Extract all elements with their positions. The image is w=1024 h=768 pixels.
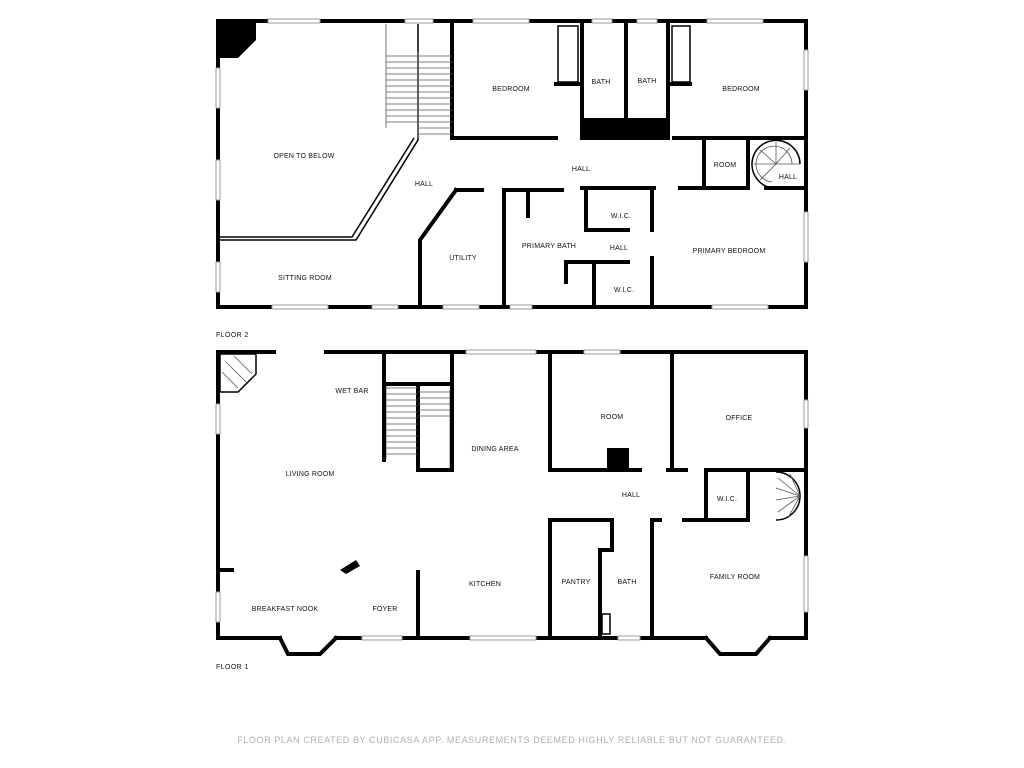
room-label-pantry: PANTRY: [562, 579, 591, 586]
room-label-foyer: FOYER: [372, 606, 397, 613]
room-label-bedroom: BEDROOM: [492, 86, 530, 93]
room-label-breakfast-nook: BREAKFAST NOOK: [252, 606, 319, 613]
room-label-hall: HALL: [572, 166, 590, 173]
floor-1-exterior-wall: [216, 350, 282, 640]
room-label-room: ROOM: [714, 162, 737, 169]
room-label-kitchen: KITCHEN: [469, 581, 501, 588]
floor-1-fixture-block: [607, 448, 629, 470]
open-to-below-railing: [220, 24, 419, 241]
room-label-utility: UTILITY: [449, 255, 477, 262]
room-label-open-to-below: OPEN TO BELOW: [273, 153, 334, 160]
floor-1-spiral-stair: [775, 471, 801, 521]
floor-1-interior-walls: [216, 350, 808, 640]
room-label-bath: BATH: [592, 79, 611, 86]
stair-tread: [418, 391, 450, 417]
floor-1-fireplace: [219, 353, 257, 393]
room-label-sitting-room: SITTING ROOM: [278, 275, 332, 282]
room-label-hall: HALL: [415, 181, 433, 188]
room-label-primary-bath: PRIMARY BATH: [522, 243, 576, 250]
stair-tread: [418, 55, 452, 135]
floor-2-fixture-block: [582, 118, 668, 140]
room-label-bedroom: BEDROOM: [722, 86, 760, 93]
room-label-dining-area: DINING AREA: [471, 446, 518, 453]
room-label-wic: W.I.C.: [614, 287, 634, 294]
room-label-hall: HALL: [779, 174, 797, 181]
breakfast-bay-window: [277, 635, 339, 656]
floor-2-plan: OPEN TO BELOW BEDROOM BATH BATH BEDROOM …: [215, 18, 809, 339]
room-label-bath: BATH: [618, 579, 637, 586]
floor-1-windows: [215, 349, 809, 641]
floor-2-interior-walls: [418, 19, 808, 309]
room-label-wic: W.I.C.: [611, 213, 631, 220]
room-label-family-room: FAMILY ROOM: [710, 574, 760, 581]
disclaimer-text: FLOOR PLAN CREATED BY CUBICASA APP. MEAS…: [237, 735, 787, 745]
bath-fixture: [601, 613, 611, 635]
room-label-living-room: LIVING ROOM: [286, 471, 335, 478]
floor-2-label: FLOOR 2: [216, 332, 249, 339]
floor-2-windows: [215, 18, 809, 310]
floor-2-spiral-stair: [751, 139, 801, 189]
room-label-office: OFFICE: [726, 415, 753, 422]
stair-tread: [386, 387, 418, 455]
stair-tread: [386, 55, 418, 123]
island-corner: [340, 560, 360, 574]
closet-shelf: [671, 25, 691, 83]
family-room-bay-window: [703, 635, 773, 656]
room-label-hall: HALL: [622, 492, 640, 499]
floor-2-chimney: [218, 21, 256, 58]
room-label-bath: BATH: [638, 78, 657, 85]
floor-1-plan: WET BAR LIVING ROOM DINING AREA ROOM OFF…: [215, 349, 809, 671]
floor-1-label: FLOOR 1: [216, 664, 249, 671]
room-label-hall: HALL: [610, 245, 628, 252]
closet-shelf: [557, 25, 579, 83]
floor-2-stairs: [385, 24, 453, 138]
room-label-room: ROOM: [601, 414, 624, 421]
room-label-primary-bedroom: PRIMARY BEDROOM: [693, 248, 766, 255]
room-label-wic: W.I.C.: [717, 496, 737, 503]
room-label-wet-bar: WET BAR: [335, 388, 368, 395]
